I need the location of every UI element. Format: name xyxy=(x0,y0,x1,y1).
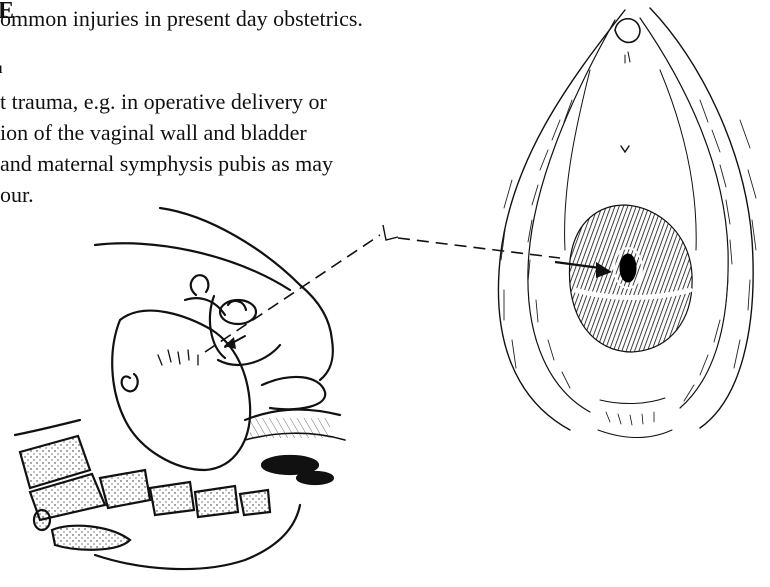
symphysis-pubis xyxy=(220,300,256,324)
dashed-leader-line xyxy=(205,225,612,352)
abdominal-wall-outline xyxy=(160,208,333,380)
sacrum-vertebrae xyxy=(20,436,270,550)
clitoris xyxy=(615,19,640,43)
sagittal-section-drawing xyxy=(15,208,345,569)
bladder xyxy=(262,377,325,409)
external-view-drawing xyxy=(498,8,756,438)
fistula-opening xyxy=(620,254,636,282)
